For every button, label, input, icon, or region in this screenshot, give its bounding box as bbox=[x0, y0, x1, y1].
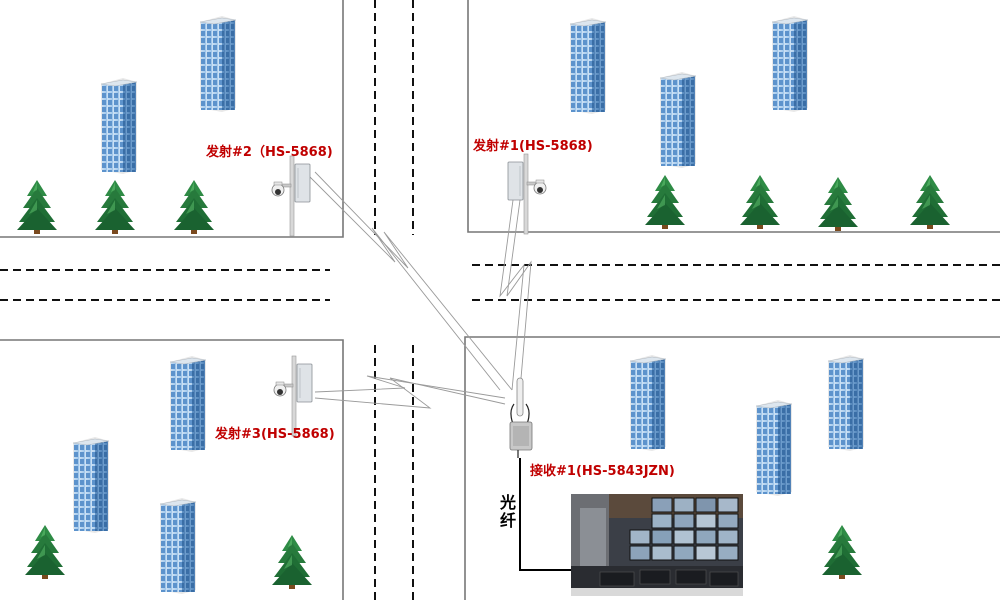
building-icon bbox=[755, 399, 793, 497]
tree-icon bbox=[174, 180, 214, 234]
transmitter-1 bbox=[507, 153, 547, 235]
link-tx1-rx1 bbox=[499, 199, 532, 391]
transmitter-2-label: 发射#2（HS-5868) bbox=[206, 145, 333, 160]
block-bottom-right bbox=[464, 336, 1000, 600]
fiber-label: 光纤 bbox=[499, 493, 516, 530]
receiver-1-label: 接收#1(HS-5843JZN) bbox=[530, 464, 675, 479]
building-icon bbox=[199, 15, 237, 113]
tree-icon bbox=[645, 175, 685, 229]
tree-icon bbox=[95, 180, 135, 234]
transmitter-2 bbox=[271, 155, 311, 237]
block-top-right bbox=[467, 0, 1000, 233]
building-icon bbox=[159, 497, 197, 595]
fiber-cable bbox=[519, 458, 574, 571]
tree-icon bbox=[25, 525, 65, 579]
omni-antenna-icon bbox=[516, 377, 524, 417]
transmitter-1-label: 发射#1(HS-5868) bbox=[473, 139, 593, 154]
building-icon bbox=[827, 354, 865, 452]
building-icon bbox=[771, 15, 809, 113]
wireless-links bbox=[304, 171, 532, 409]
transmitter-3-label: 发射#3(HS-5868) bbox=[215, 427, 335, 442]
tree-icon bbox=[17, 180, 57, 234]
tree-icon bbox=[818, 177, 858, 231]
block-top-left bbox=[0, 0, 344, 238]
pole-camera-transmitter-icon bbox=[271, 155, 311, 237]
building-icon bbox=[629, 354, 667, 452]
link-tx2-rx1 bbox=[304, 171, 513, 391]
tree-icon bbox=[822, 525, 862, 579]
tree-icon bbox=[910, 175, 950, 229]
receiver-1 bbox=[509, 377, 533, 458]
building-icon bbox=[169, 355, 207, 453]
building-icon bbox=[100, 77, 138, 175]
building-icon bbox=[659, 71, 697, 169]
video-wall-control-room bbox=[571, 494, 743, 596]
monitor-grid bbox=[629, 497, 739, 561]
block-bottom-left bbox=[0, 339, 344, 600]
link-tx3-rx1 bbox=[314, 375, 506, 409]
tree-icon bbox=[272, 535, 312, 589]
tree-icon bbox=[740, 175, 780, 229]
building-icon bbox=[72, 436, 110, 534]
building-icon bbox=[569, 17, 607, 115]
pole-camera-transmitter-icon bbox=[507, 153, 547, 235]
